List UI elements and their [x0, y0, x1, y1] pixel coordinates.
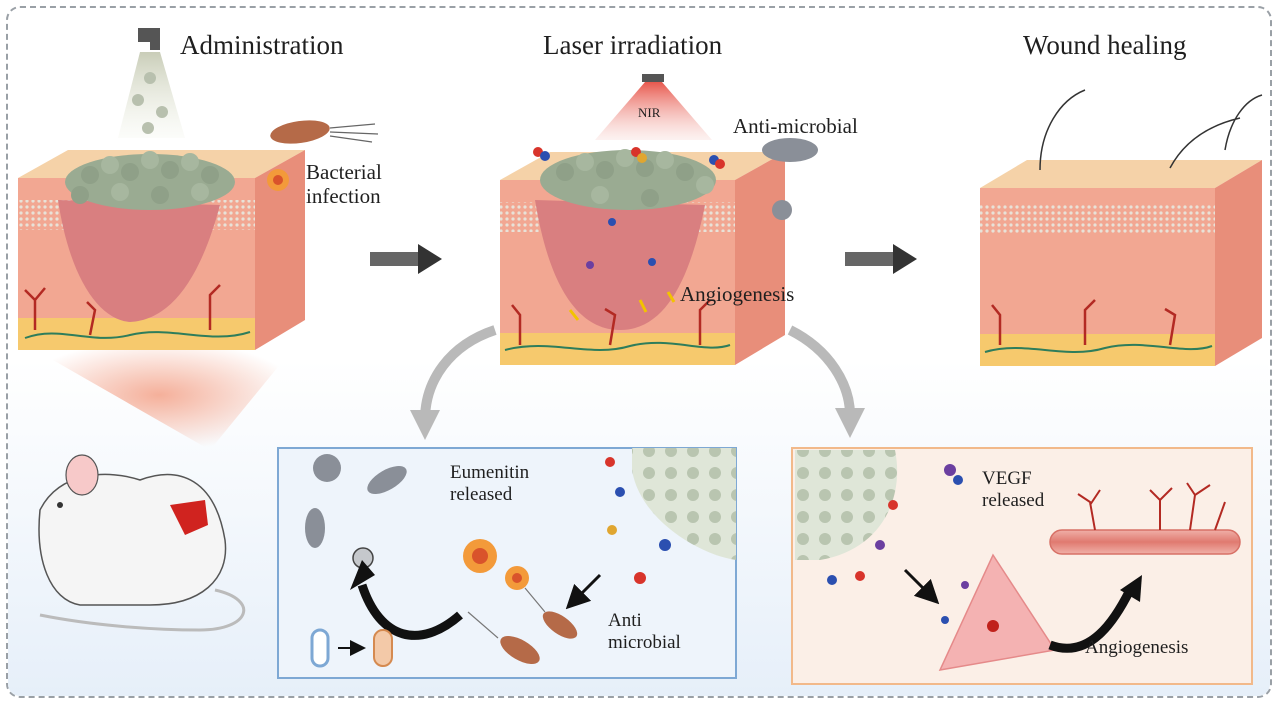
arrow-right-2 — [845, 244, 917, 274]
nanoparticle-cluster-1 — [65, 151, 235, 210]
dashed-frame — [6, 6, 1272, 698]
nir-lamp — [595, 74, 712, 140]
label-anti-microbial-top: Anti-microbial — [733, 114, 858, 138]
label-vegf-released: VEGF released — [982, 468, 1045, 511]
split-arrow-left — [410, 325, 497, 440]
nanoparticle-cluster-2 — [540, 149, 716, 210]
panel-angiogenesis — [791, 447, 1253, 685]
peptide-molecules — [533, 147, 725, 269]
bacterium-icon — [267, 120, 379, 191]
stage-title-laser: Laser irradiation — [543, 30, 723, 60]
dead-bacterium-icon — [762, 138, 818, 220]
stage-title-healing: Wound healing — [1023, 30, 1187, 60]
skin-block-healed — [980, 89, 1263, 366]
arrow-right-1 — [370, 244, 442, 274]
skin-block-infected — [18, 150, 305, 450]
label-angiogenesis-panel: Angiogenesis — [1085, 637, 1189, 658]
split-arrow-right — [787, 325, 865, 438]
label-eumenitin-released: Eumenitin released — [450, 462, 530, 505]
stage-title-administration: Administration — [180, 30, 344, 60]
mouse-illustration — [38, 454, 246, 632]
label-angiogenesis-top: Angiogenesis — [680, 282, 795, 306]
panel-antimicrobial — [277, 447, 737, 679]
label-nir: NIR — [638, 105, 661, 120]
label-bacterial-infection: Bacterial infection — [306, 160, 382, 209]
spray-nozzle — [118, 28, 185, 138]
label-anti-microbial-panel: Anti microbial — [608, 610, 681, 653]
skin-block-irradiated — [500, 152, 785, 365]
